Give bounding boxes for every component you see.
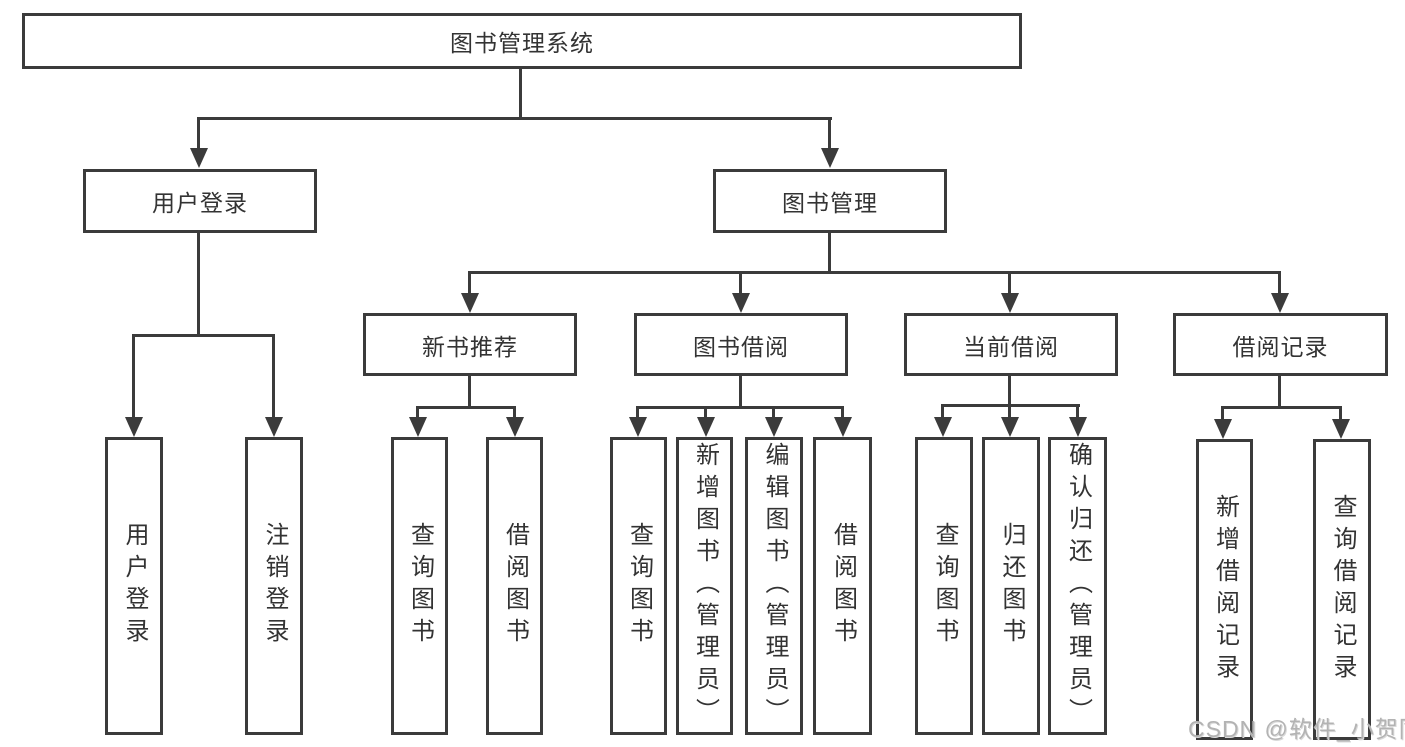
node-label: 用户登录 bbox=[121, 522, 148, 650]
connector bbox=[468, 271, 1281, 274]
leaf-query-books-current: 查询图书 bbox=[915, 437, 973, 735]
connector bbox=[1221, 406, 1342, 409]
connector bbox=[636, 406, 844, 409]
connector bbox=[198, 117, 832, 120]
arrow-down-icon bbox=[190, 148, 208, 168]
node-label: 查询图书 bbox=[931, 522, 958, 650]
connector bbox=[416, 406, 419, 419]
node-label: 借阅图书 bbox=[829, 522, 857, 650]
connector bbox=[828, 233, 831, 273]
node-user-login: 用户登录 bbox=[83, 169, 317, 233]
arrow-down-icon bbox=[629, 417, 647, 437]
node-label: 新增借阅记录 bbox=[1211, 493, 1239, 686]
node-label: 确认归还（管理员） bbox=[1064, 442, 1092, 730]
connector bbox=[272, 334, 275, 419]
node-label: 编辑图书（管理员） bbox=[761, 442, 788, 730]
leaf-query-books-recommend: 查询图书 bbox=[391, 437, 448, 735]
node-label: 新增图书（管理员） bbox=[691, 442, 719, 730]
connector bbox=[828, 117, 831, 150]
node-label: 借阅记录 bbox=[1232, 333, 1329, 360]
leaf-borrow-books-borrowing: 借阅图书 bbox=[813, 437, 872, 735]
arrow-down-icon bbox=[697, 417, 715, 437]
connector bbox=[416, 406, 516, 409]
connector bbox=[468, 271, 471, 295]
arrow-down-icon bbox=[821, 148, 839, 168]
node-label: 图书借阅 bbox=[693, 333, 789, 360]
node-label: 当前借阅 bbox=[963, 333, 1059, 360]
connector bbox=[468, 376, 471, 409]
node-label: 借阅图书 bbox=[501, 522, 529, 650]
node-label: 图书管理系统 bbox=[450, 30, 594, 56]
connector bbox=[513, 406, 516, 419]
arrow-down-icon bbox=[125, 417, 143, 437]
csdn-watermark: CSDN @软件_小贺同学 bbox=[1188, 716, 1405, 742]
node-label: 查询借阅记录 bbox=[1329, 493, 1356, 686]
connector bbox=[197, 117, 200, 150]
arrow-down-icon bbox=[461, 293, 479, 313]
node-label: 新书推荐 bbox=[422, 333, 518, 360]
arrow-down-icon bbox=[409, 417, 427, 437]
leaf-add-borrow-record: 新增借阅记录 bbox=[1196, 439, 1253, 740]
connector bbox=[941, 404, 944, 419]
connector bbox=[519, 68, 522, 118]
node-new-book-recommend: 新书推荐 bbox=[363, 313, 577, 376]
connector bbox=[739, 271, 742, 295]
leaf-user-login: 用户登录 bbox=[105, 437, 163, 735]
arrow-down-icon bbox=[732, 293, 750, 313]
leaf-logout: 注销登录 bbox=[245, 437, 303, 735]
node-borrowing-records: 借阅记录 bbox=[1173, 313, 1388, 376]
arrow-down-icon bbox=[1214, 419, 1232, 439]
arrow-down-icon bbox=[506, 417, 524, 437]
node-label: 归还图书 bbox=[998, 522, 1025, 650]
connector bbox=[1008, 271, 1011, 295]
connector bbox=[704, 406, 707, 419]
leaf-return-book: 归还图书 bbox=[982, 437, 1040, 735]
leaf-query-books-borrowing: 查询图书 bbox=[610, 437, 667, 735]
leaf-borrow-books-recommend: 借阅图书 bbox=[486, 437, 543, 735]
connector bbox=[841, 406, 844, 419]
node-label: 查询图书 bbox=[625, 522, 653, 650]
connector bbox=[636, 406, 639, 419]
node-label: 图书管理 bbox=[782, 190, 878, 216]
leaf-edit-book-admin: 编辑图书（管理员） bbox=[745, 437, 803, 735]
arrow-down-icon bbox=[934, 417, 952, 437]
connector bbox=[197, 233, 200, 335]
node-library-system: 图书管理系统 bbox=[22, 13, 1022, 69]
arrow-down-icon bbox=[1271, 293, 1289, 313]
connector bbox=[1076, 404, 1079, 419]
node-label: 注销登录 bbox=[261, 522, 288, 650]
leaf-query-borrow-record: 查询借阅记录 bbox=[1313, 439, 1371, 740]
node-label: 查询图书 bbox=[406, 522, 434, 650]
connector bbox=[1339, 406, 1342, 420]
leaf-confirm-return-admin: 确认归还（管理员） bbox=[1048, 437, 1107, 735]
connector bbox=[772, 406, 775, 419]
node-book-borrowing: 图书借阅 bbox=[634, 313, 848, 376]
connector bbox=[1008, 376, 1011, 407]
node-current-borrowing: 当前借阅 bbox=[904, 313, 1118, 376]
arrow-down-icon bbox=[1069, 417, 1087, 437]
node-book-management: 图书管理 bbox=[713, 169, 947, 233]
node-label: 用户登录 bbox=[152, 190, 248, 216]
connector bbox=[739, 376, 742, 409]
connector bbox=[132, 334, 135, 419]
arrow-down-icon bbox=[1001, 417, 1019, 437]
connector bbox=[1221, 406, 1224, 420]
connector bbox=[132, 334, 275, 337]
arrow-down-icon bbox=[765, 417, 783, 437]
connector bbox=[1008, 404, 1011, 419]
leaf-add-book-admin: 新增图书（管理员） bbox=[676, 437, 733, 735]
connector bbox=[1278, 376, 1281, 409]
arrow-down-icon bbox=[1332, 419, 1350, 439]
connector bbox=[1278, 271, 1281, 295]
arrow-down-icon bbox=[834, 417, 852, 437]
arrow-down-icon bbox=[265, 417, 283, 437]
arrow-down-icon bbox=[1001, 293, 1019, 313]
